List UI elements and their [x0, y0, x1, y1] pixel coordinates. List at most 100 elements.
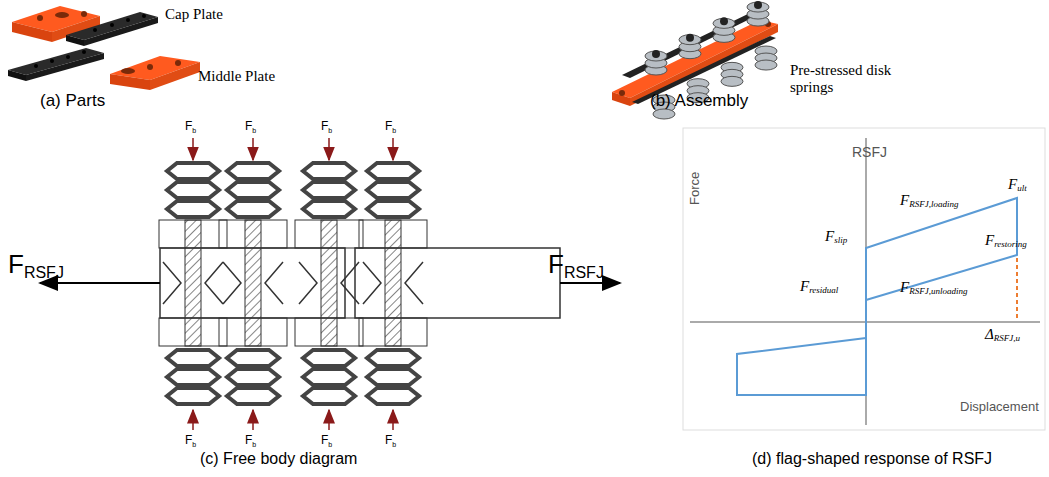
force-label: F — [185, 120, 192, 133]
disk-spring — [227, 388, 279, 404]
disk-spring — [367, 182, 419, 198]
series-label: F — [985, 232, 994, 249]
disk-spring — [227, 201, 279, 217]
cap-plate — [219, 318, 287, 346]
axis-label: Force — [688, 172, 702, 205]
subscript: b — [328, 127, 332, 135]
disk-spring — [167, 201, 219, 217]
cap-plate — [359, 318, 427, 346]
groove — [223, 262, 283, 304]
groove — [299, 262, 359, 304]
part-name: Pre-stressed disk springs — [790, 62, 930, 95]
disk-spring — [303, 388, 355, 404]
bolt-head — [686, 34, 694, 42]
bolt-section — [185, 220, 201, 346]
subscript: RSFJ,u — [994, 334, 1020, 344]
bolt-head — [754, 1, 762, 9]
force-arrow — [192, 410, 194, 430]
caption: (a) Parts — [40, 92, 105, 111]
part-name: Cap Plate — [165, 6, 223, 23]
force-label: F — [548, 250, 564, 279]
chart-title: RSFJ — [852, 145, 887, 160]
cap-plate — [159, 318, 227, 346]
cap-plate — [159, 220, 227, 248]
disk-spring — [747, 2, 769, 12]
disk-spring — [167, 163, 219, 179]
caption: (b) Assembly — [650, 92, 748, 111]
free-body-diagram — [40, 138, 620, 430]
caption: (d) flag-shaped response of RSFJ — [752, 450, 992, 468]
subscript: b — [392, 127, 396, 135]
cap-plate — [295, 318, 363, 346]
subscript: restoring — [994, 240, 1027, 250]
force-arrow — [328, 410, 330, 430]
disk-spring — [227, 163, 279, 179]
caption: (c) Free body diagram — [200, 450, 357, 468]
disk-spring — [303, 182, 355, 198]
disk-spring — [303, 350, 355, 366]
subscript: RSFJ,unloading — [909, 287, 967, 297]
subscript: b — [328, 441, 332, 449]
disk-spring — [167, 182, 219, 198]
series-label: Δ — [985, 326, 994, 343]
subscript: RSFJ — [24, 264, 64, 282]
subscript: b — [392, 441, 396, 449]
disk-spring — [167, 350, 219, 366]
disk-spring — [367, 350, 419, 366]
force-arrow — [252, 410, 254, 430]
disk-spring — [227, 350, 279, 366]
disk-spring — [303, 163, 355, 179]
force-label: F — [245, 120, 252, 133]
series-label: F — [900, 279, 909, 296]
subscript: RSFJ,loading — [909, 200, 958, 210]
force-label: F — [8, 250, 24, 279]
disk-spring — [679, 35, 701, 45]
bolt-head — [720, 17, 728, 25]
cap-plate — [295, 220, 363, 248]
disk-spring — [227, 369, 279, 385]
groove — [163, 262, 223, 304]
axis-label: Displacement — [960, 400, 1039, 414]
series-label: F — [825, 228, 834, 245]
force-label: F — [321, 120, 328, 133]
subscript: residual — [809, 286, 838, 296]
force-label: F — [245, 434, 252, 447]
disk-spring — [227, 182, 279, 198]
bolt-section — [321, 220, 337, 346]
subscript: slip — [834, 236, 847, 246]
part-name: Middle Plate — [198, 68, 275, 85]
disk-spring — [303, 369, 355, 385]
disk-spring — [367, 369, 419, 385]
force-label: F — [321, 434, 328, 447]
bolt-head — [652, 50, 660, 58]
disk-spring — [167, 388, 219, 404]
force-arrow — [328, 138, 330, 160]
subscript: RSFJ — [564, 264, 604, 282]
disk-spring — [367, 388, 419, 404]
subscript: b — [192, 441, 196, 449]
subscript: b — [252, 127, 256, 135]
force-label: F — [385, 120, 392, 133]
bolt-section — [245, 220, 261, 346]
force-label: F — [185, 434, 192, 447]
series-label: F — [900, 192, 909, 209]
flag-chart — [683, 128, 1045, 430]
series-label: F — [1008, 176, 1017, 193]
bolt-section — [385, 220, 401, 346]
disk-spring — [653, 109, 675, 119]
cap-plate — [219, 220, 287, 248]
disk-spring — [367, 201, 419, 217]
force-arrow — [192, 138, 194, 160]
cap-plate — [359, 220, 427, 248]
groove — [363, 262, 423, 304]
subscript: b — [192, 127, 196, 135]
disk-spring — [167, 369, 219, 385]
force-label: F — [385, 434, 392, 447]
disk-spring — [713, 18, 735, 28]
disk-spring — [721, 76, 743, 86]
force-arrow — [252, 138, 254, 160]
disk-spring — [303, 201, 355, 217]
disk-spring — [755, 60, 777, 70]
subscript: b — [252, 441, 256, 449]
